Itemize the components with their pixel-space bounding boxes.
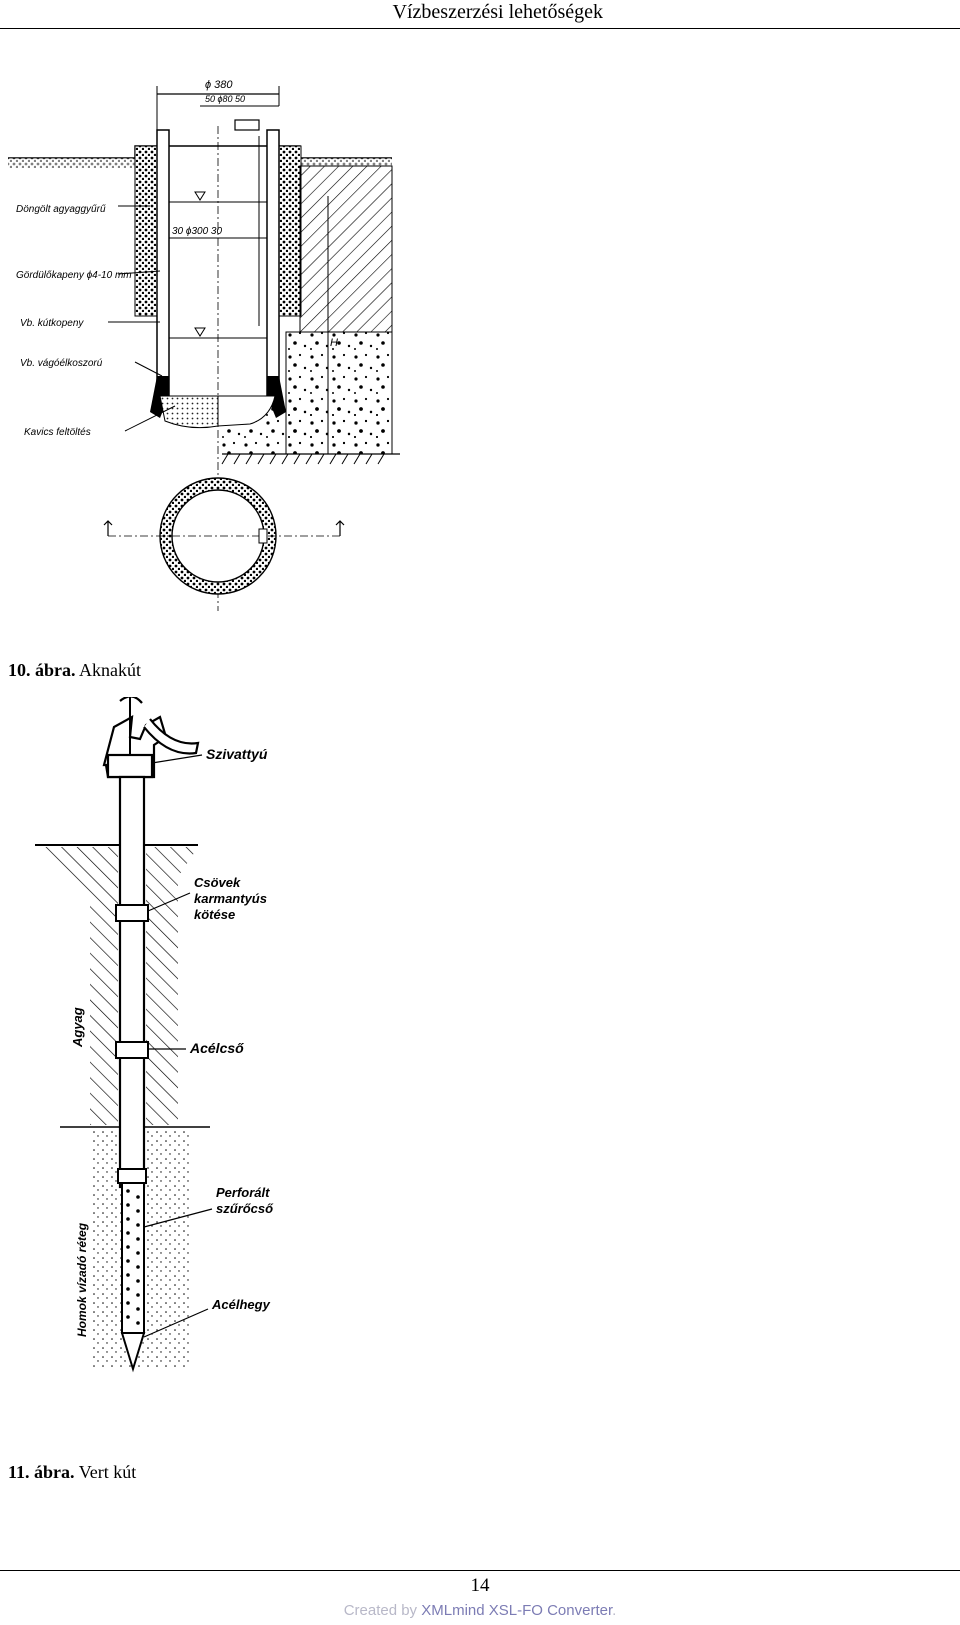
- footer-rule: [0, 1570, 960, 1571]
- label-vb-kutkopeny: Vb. kútkopeny: [20, 318, 84, 329]
- credit-prefix: Created by: [343, 1602, 422, 1619]
- header-title: Vízbeszerzési lehetőségek: [392, 1, 603, 23]
- label-csovek: Csövek: [194, 875, 241, 890]
- dimension-outer-label: ϕ 380: [205, 79, 233, 91]
- label-szurocso: szűrőcső: [216, 1201, 274, 1216]
- figure-11-caption-text: Vert kút: [78, 1462, 137, 1482]
- dimension-parts-label: 50 ϕ80 50: [205, 94, 245, 104]
- figure-10-aknakut-drawing: ϕ 380 50 ϕ80 50 30 ϕ300 30 H: [8, 79, 400, 611]
- page-header: Vízbeszerzési lehetőségek: [0, 0, 960, 29]
- figure-10-caption-text: Aknakút: [79, 660, 142, 680]
- label-kotese: kötése: [194, 907, 235, 922]
- label-perforalt: Perforált: [216, 1185, 270, 1200]
- label-agyag: Agyag: [70, 1007, 85, 1048]
- label-karmantyus: karmantyús: [194, 891, 267, 906]
- label-acelcso: Acélcső: [189, 1040, 244, 1056]
- figure-11-caption-number: 11. ábra.: [8, 1462, 75, 1482]
- label-homok-vizado-reteg: Homok vízadó réteg: [75, 1222, 89, 1337]
- dimension-inner-label: 30 ϕ300 30: [172, 226, 222, 237]
- credit-brand-link[interactable]: XMLmind XSL-FO Converter: [421, 1602, 613, 1619]
- label-gordulokapeny: Gördülőkapeny ϕ4-10 mm: [16, 270, 132, 281]
- label-dongolt-agyaggyuru: Döngölt agyaggyűrű: [16, 204, 106, 215]
- figure-11-caption: 11. ábra. Vert kút: [8, 1462, 136, 1483]
- converter-credit: Created by XMLmind XSL-FO Converter.: [0, 1602, 960, 1619]
- figure-10-caption: 10. ábra. Aknakút: [8, 660, 141, 681]
- credit-suffix: .: [612, 1602, 617, 1619]
- label-vb-vagoelkoszoru: Vb. vágóélkoszorú: [20, 358, 103, 369]
- label-szivattyu: Szivattyú: [206, 746, 268, 762]
- figure-11-vert-kut-drawing: Szivattyú Csövek karmantyús kötése Acélc…: [35, 697, 274, 1373]
- label-acelhegy: Acélhegy: [211, 1297, 271, 1312]
- page-number: 14: [470, 1575, 490, 1596]
- label-kavics-feltoltes: Kavics feltöltés: [24, 427, 91, 438]
- figure-10-caption-number: 10. ábra.: [8, 660, 76, 680]
- dimension-height-label: H: [330, 337, 338, 349]
